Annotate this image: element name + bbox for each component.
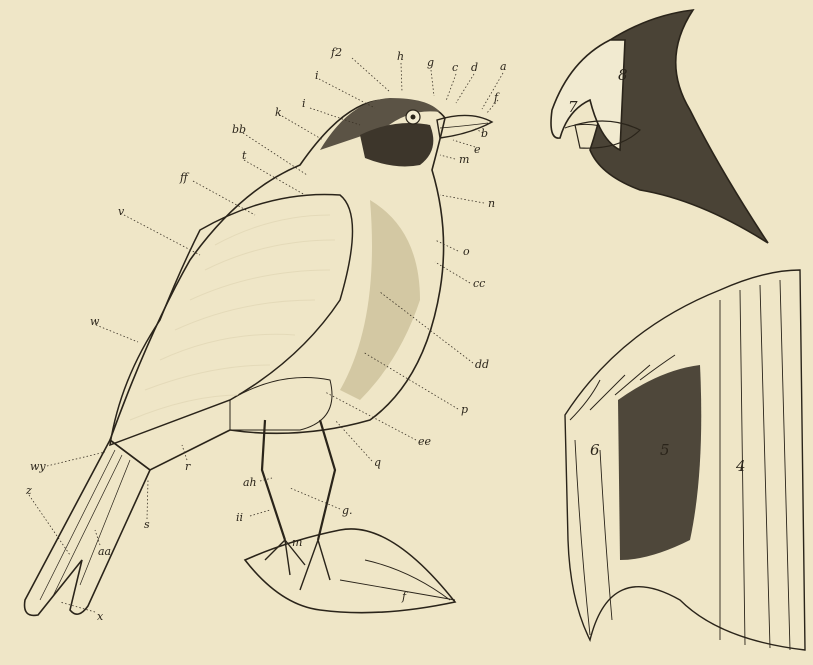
label-h: h bbox=[397, 50, 404, 63]
label-n: n bbox=[488, 197, 495, 210]
label-t: t bbox=[242, 149, 247, 162]
head-detail-illustration bbox=[551, 10, 768, 243]
wing-number-4: 4 bbox=[735, 457, 746, 475]
label-ff: ff bbox=[179, 171, 190, 184]
label-a: a bbox=[500, 60, 507, 73]
label-d: d bbox=[471, 61, 478, 74]
label-b: b bbox=[481, 127, 488, 140]
head-number-8: 8 bbox=[618, 66, 628, 84]
wing-detail-shaded-feathers bbox=[618, 365, 701, 560]
head-detail-beak bbox=[551, 40, 625, 150]
label-r: r bbox=[185, 460, 191, 473]
bird-wing bbox=[110, 194, 353, 445]
label-p: p bbox=[461, 403, 468, 416]
label-v: v bbox=[118, 205, 125, 218]
label-bb: bb bbox=[232, 123, 246, 136]
label-i-lower: i bbox=[302, 97, 306, 110]
label-ii: ii bbox=[236, 511, 243, 524]
label-e: e bbox=[474, 143, 481, 156]
bird-illustration bbox=[25, 98, 492, 615]
label-q: q bbox=[374, 456, 381, 469]
label-cc: cc bbox=[473, 277, 485, 290]
wing-number-6: 6 bbox=[590, 441, 600, 459]
label-o: o bbox=[463, 245, 470, 258]
label-aa: aa bbox=[98, 545, 111, 558]
label-m: m bbox=[459, 153, 469, 166]
perch-branch bbox=[245, 529, 455, 613]
label-ah: ah bbox=[243, 476, 257, 489]
label-x: x bbox=[97, 610, 104, 623]
label-g-dot: g. bbox=[342, 504, 353, 517]
label-i-upper: i bbox=[315, 69, 319, 82]
label-f: f bbox=[493, 91, 500, 104]
label-wy: wy bbox=[30, 460, 46, 473]
label-g: g bbox=[427, 56, 434, 69]
label-k: k bbox=[275, 106, 282, 119]
label-ee: ee bbox=[418, 435, 432, 448]
label-dd: dd bbox=[475, 358, 489, 371]
label-s: s bbox=[144, 518, 150, 531]
wing-number-5: 5 bbox=[660, 441, 670, 459]
label-f2: f2 bbox=[330, 46, 342, 59]
label-m-foot: m bbox=[292, 536, 302, 549]
wing-detail-illustration bbox=[565, 270, 805, 650]
head-number-7: 7 bbox=[568, 98, 578, 116]
label-c: c bbox=[452, 61, 458, 74]
label-w: w bbox=[90, 315, 100, 328]
label-z: z bbox=[25, 484, 32, 497]
